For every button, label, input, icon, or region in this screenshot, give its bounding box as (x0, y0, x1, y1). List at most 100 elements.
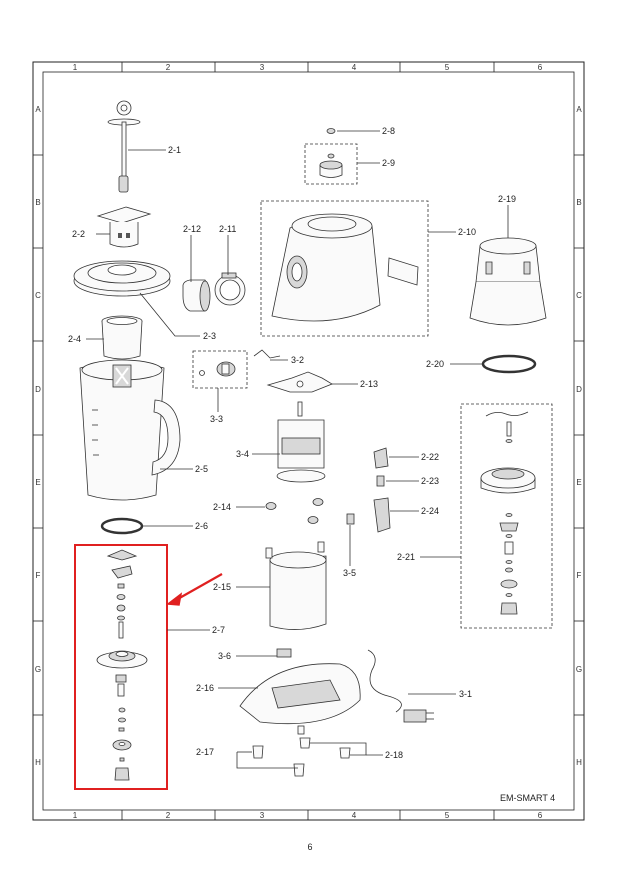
row-label-left: C (35, 291, 41, 300)
part-3-3-switch (199, 361, 236, 377)
row-label-right: G (576, 665, 582, 674)
row-label-left: E (35, 478, 40, 487)
row-label-right: C (576, 291, 582, 300)
label-2-11: 2-11 (219, 224, 236, 234)
part-2-10-motor-housing (271, 213, 419, 322)
part-2-9-coupling (319, 153, 343, 178)
label-2-24: 2-24 (421, 506, 439, 516)
part-2-17-feet (252, 745, 305, 777)
row-label-left: D (35, 385, 41, 394)
col-label-top: 4 (352, 63, 357, 72)
col-label-bottom: 1 (73, 811, 78, 820)
label-2-12: 2-12 (183, 224, 201, 234)
label-2-9: 2-9 (382, 158, 395, 168)
label-2-13: 2-13 (360, 379, 378, 389)
column-grid (121, 62, 495, 820)
part-2-6-seal-ring (100, 517, 144, 535)
part-2-21-chopper-assembly (480, 411, 536, 615)
part-2-13-bracket (266, 371, 333, 393)
label-2-17: 2-17 (196, 747, 214, 757)
part-2-24-actuator (373, 497, 391, 533)
part-2-7-blade-assembly (96, 549, 148, 781)
part-2-20-seal-ring (481, 354, 537, 374)
label-3-6: 3-6 (218, 651, 231, 661)
label-2-16: 2-16 (196, 683, 214, 693)
label-3-1: 3-1 (459, 689, 472, 699)
row-label-right: A (576, 105, 582, 114)
label-2-19: 2-19 (498, 194, 516, 204)
part-2-3-lid (73, 260, 171, 297)
label-2-10: 2-10 (458, 227, 476, 237)
label-2-18: 2-18 (385, 750, 403, 760)
label-3-3: 3-3 (210, 414, 223, 424)
label-3-2: 3-2 (291, 355, 304, 365)
col-label-top: 3 (260, 63, 265, 72)
row-label-left: F (36, 571, 41, 580)
label-2-14: 2-14 (213, 502, 231, 512)
row-label-right: E (576, 478, 581, 487)
col-label-bottom: 2 (166, 811, 171, 820)
model-name: EM-SMART 4 (500, 793, 555, 803)
part-2-23-spring (376, 475, 385, 487)
label-2-21: 2-21 (397, 552, 415, 562)
label-2-23: 2-23 (421, 476, 439, 486)
label-2-22: 2-22 (421, 452, 439, 462)
row-label-left: A (35, 105, 41, 114)
row-label-right: F (577, 571, 582, 580)
col-label-top: 1 (73, 63, 78, 72)
row-label-right: D (576, 385, 582, 394)
outer-frame (32, 61, 585, 821)
label-2-5: 2-5 (195, 464, 208, 474)
col-label-bottom: 6 (538, 811, 543, 820)
page-number: 6 (307, 842, 312, 852)
part-2-12-knob (182, 279, 211, 312)
part-2-4-feed-tube (101, 315, 143, 360)
highlight-arrow (166, 573, 223, 606)
row-label-left: H (35, 758, 41, 767)
part-3-2-spring-clip (253, 349, 281, 359)
part-2-2-measuring-cap (96, 206, 152, 248)
col-label-bottom: 4 (352, 811, 357, 820)
group-box-2-9 (304, 143, 358, 185)
part-2-15-motor-cover (265, 541, 327, 630)
col-label-bottom: 3 (260, 811, 265, 820)
highlight-box-2-7 (74, 544, 168, 790)
label-2-4: 2-4 (68, 334, 81, 344)
col-label-top: 5 (445, 63, 450, 72)
part-2-16-bottom-base (239, 663, 361, 735)
label-2-1: 2-1 (168, 145, 181, 155)
label-3-4: 3-4 (236, 449, 249, 459)
part-2-5-blender-jug (79, 359, 181, 501)
row-label-right: H (576, 758, 582, 767)
label-2-7: 2-7 (212, 625, 225, 635)
part-2-18-feet (299, 737, 351, 759)
part-2-22-switch-lever (373, 447, 389, 469)
label-2-20: 2-20 (426, 359, 444, 369)
label-2-8: 2-8 (382, 126, 395, 136)
col-label-top: 6 (538, 63, 543, 72)
label-2-3: 2-3 (203, 331, 216, 341)
part-2-8-nut (326, 128, 336, 134)
label-2-6: 2-6 (195, 521, 208, 531)
row-label-left: B (35, 198, 40, 207)
part-3-5-terminal (346, 513, 355, 525)
part-3-1-power-cord (367, 649, 434, 723)
inner-frame (42, 71, 575, 811)
group-box-2-21 (460, 403, 553, 629)
part-2-11-speed-ring (214, 272, 246, 306)
label-3-5: 3-5 (343, 568, 356, 578)
part-2-1-spatula (107, 100, 141, 193)
part-3-6-fuse (276, 648, 292, 658)
part-2-14-nuts (265, 498, 324, 524)
label-2-15: 2-15 (213, 582, 231, 592)
col-label-bottom: 5 (445, 811, 450, 820)
row-grid (33, 154, 584, 716)
part-3-4-motor (276, 401, 326, 483)
label-2-2: 2-2 (72, 229, 85, 239)
col-label-top: 2 (166, 63, 171, 72)
part-2-19-chopper-bowl (469, 237, 547, 326)
row-label-right: B (576, 198, 581, 207)
row-label-left: G (35, 665, 41, 674)
group-box-2-10 (260, 200, 429, 337)
